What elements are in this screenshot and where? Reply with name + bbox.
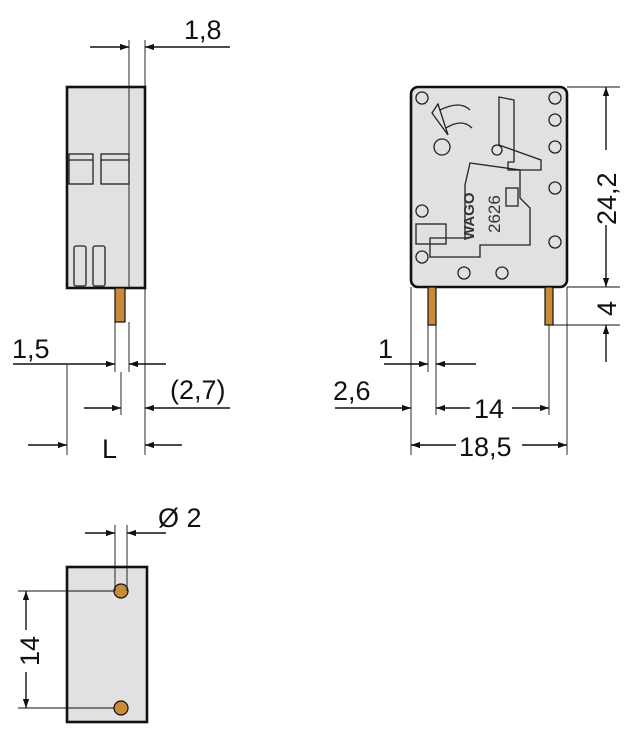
dim-side-top: 1,8: [184, 15, 222, 45]
dim-side-pin-offset: 1,5: [12, 334, 50, 364]
dim-front-pin-pitch: 14: [474, 394, 504, 424]
bottom-view: Ø 2 14: [15, 503, 202, 724]
dim-bottom-pin-diameter: Ø 2: [158, 503, 202, 533]
front-body: [409, 85, 569, 289]
front-view: WAGO 2626 24,2 4 1 2,6 14 18,5: [333, 85, 622, 462]
bottom-pin-bottom: [113, 700, 129, 716]
dim-front-width: 18,5: [459, 432, 512, 462]
dim-front-pin-length: 4: [592, 301, 622, 316]
dim-front-height: 24,2: [592, 172, 622, 225]
dim-front-pin-width: 1: [378, 334, 393, 364]
side-pin: [114, 287, 126, 323]
bottom-body: [65, 565, 149, 724]
side-body: [65, 85, 147, 290]
side-view: 1,8 1,5 (2,7) L: [12, 15, 230, 464]
dim-side-length: L: [102, 434, 117, 464]
front-pin-left: [427, 286, 437, 326]
front-pin-right: [544, 286, 554, 326]
bottom-pin-top: [113, 583, 129, 599]
wago-logo: WAGO: [461, 192, 478, 240]
part-number-marking: 2626: [485, 195, 504, 233]
dim-bottom-pin-pitch: 14: [15, 636, 45, 666]
dim-front-pin-offset: 2,6: [333, 376, 371, 406]
dim-side-pin-center: (2,7): [170, 375, 226, 405]
